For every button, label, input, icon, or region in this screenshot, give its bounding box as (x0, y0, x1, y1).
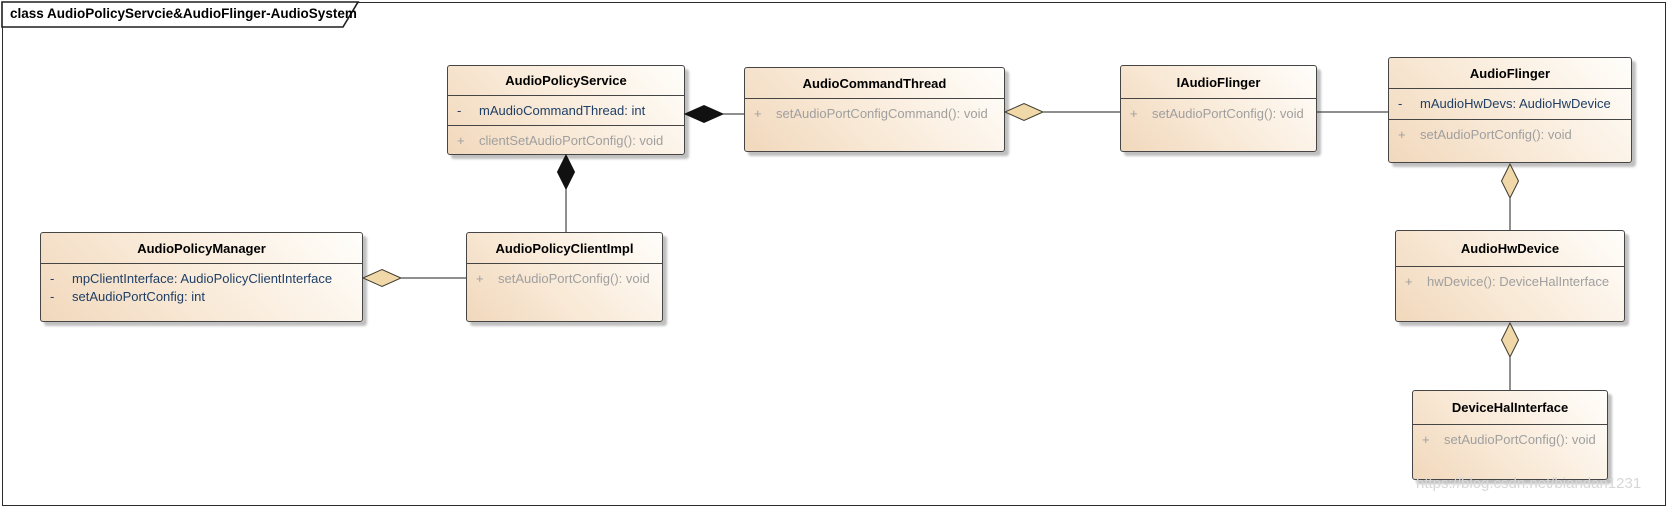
visibility-symbol: + (457, 133, 465, 148)
methods-compartment: + hwDevice(): DeviceHalInterface (1396, 266, 1624, 321)
visibility-symbol: - (1398, 96, 1403, 111)
attribute-row: - mpClientInterface: AudioPolicyClientIn… (41, 269, 362, 287)
watermark-text: https://blog.csdn.net/biandan1231 (1416, 475, 1642, 492)
visibility-symbol: + (1405, 274, 1413, 289)
methods-compartment: + setAudioPortConfig(): void (1121, 98, 1316, 151)
visibility-symbol: + (1422, 432, 1430, 447)
method-row: + setAudioPortConfig(): void (1413, 426, 1607, 453)
frame-title: class AudioPolicyServcie&AudioFlinger-Au… (10, 6, 357, 21)
attribute-text: setAudioPortConfig: int (72, 288, 205, 304)
attributes-compartment: - mpClientInterface: AudioPolicyClientIn… (41, 263, 362, 321)
method-row: + setAudioPortConfigCommand(): void (745, 100, 1004, 127)
class-name: AudioPolicyService (505, 73, 627, 88)
class-name: AudioPolicyClientImpl (495, 240, 634, 256)
method-row: + clientSetAudioPortConfig(): void (448, 127, 684, 154)
class-name: IAudioFlinger (1176, 74, 1261, 90)
attribute-text: mAudioHwDevs: AudioHwDevice (1420, 96, 1611, 111)
visibility-symbol: + (1398, 127, 1406, 142)
method-text: setAudioPortConfigCommand(): void (776, 106, 988, 121)
class-box-audiopolicymanager[interactable]: AudioPolicyManager - mpClientInterface: … (40, 232, 363, 322)
class-box-audiocommandthread[interactable]: AudioCommandThread + setAudioPortConfigC… (744, 67, 1005, 152)
attribute-row: - setAudioPortConfig: int (41, 287, 362, 305)
method-row: + setAudioPortConfig(): void (1121, 100, 1316, 127)
attribute-row: - mAudioCommandThread: int (448, 97, 684, 124)
method-text: clientSetAudioPortConfig(): void (479, 133, 664, 148)
visibility-symbol: - (50, 288, 55, 304)
methods-compartment: + setAudioPortConfig(): void (1389, 119, 1631, 162)
class-name: AudioFlinger (1469, 65, 1551, 81)
method-text: setAudioPortConfig(): void (1444, 432, 1596, 447)
visibility-symbol: - (50, 270, 55, 286)
class-box-devicehalinterface[interactable]: DeviceHalInterface + setAudioPortConfig(… (1412, 390, 1608, 480)
visibility-symbol: + (754, 106, 762, 121)
method-text: setAudioPortConfig(): void (1152, 106, 1304, 121)
method-row: + setAudioPortConfig(): void (467, 265, 662, 292)
methods-compartment: + clientSetAudioPortConfig(): void (448, 125, 684, 154)
visibility-symbol: + (476, 271, 484, 286)
visibility-symbol: + (1130, 106, 1138, 121)
attributes-compartment: - mAudioHwDevs: AudioHwDevice (1389, 88, 1631, 119)
method-row: + setAudioPortConfig(): void (1389, 121, 1631, 148)
class-name: AudioHwDevice (1460, 241, 1560, 256)
class-box-audioflinger[interactable]: AudioFlinger - mAudioHwDevs: AudioHwDevi… (1388, 57, 1632, 163)
class-box-audiohwdevice[interactable]: AudioHwDevice + hwDevice(): DeviceHalInt… (1395, 230, 1625, 322)
class-box-iaudioflinger[interactable]: IAudioFlinger + setAudioPortConfig(): vo… (1120, 65, 1317, 152)
class-name: AudioPolicyManager (137, 240, 266, 256)
attribute-text: mpClientInterface: AudioPolicyClientInte… (72, 270, 333, 286)
method-text: hwDevice(): DeviceHalInterface (1427, 274, 1610, 289)
attribute-row: - mAudioHwDevs: AudioHwDevice (1389, 90, 1631, 117)
class-name: DeviceHalInterface (1451, 400, 1569, 415)
attributes-compartment: - mAudioCommandThread: int (448, 95, 684, 125)
methods-compartment: + setAudioPortConfig(): void (1413, 424, 1607, 479)
method-row: + hwDevice(): DeviceHalInterface (1396, 268, 1624, 295)
methods-compartment: + setAudioPortConfigCommand(): void (745, 98, 1004, 151)
attribute-text: mAudioCommandThread: int (479, 103, 646, 118)
visibility-symbol: - (457, 103, 462, 118)
class-box-audiopolicyservice[interactable]: AudioPolicyService - mAudioCommandThread… (447, 65, 685, 155)
class-name: AudioCommandThread (802, 75, 947, 91)
method-text: setAudioPortConfig(): void (1420, 127, 1572, 142)
methods-compartment: + setAudioPortConfig(): void (467, 263, 662, 321)
method-text: setAudioPortConfig(): void (498, 271, 650, 286)
class-box-audiopolicyclientimpl[interactable]: AudioPolicyClientImpl + setAudioPortConf… (466, 232, 663, 322)
